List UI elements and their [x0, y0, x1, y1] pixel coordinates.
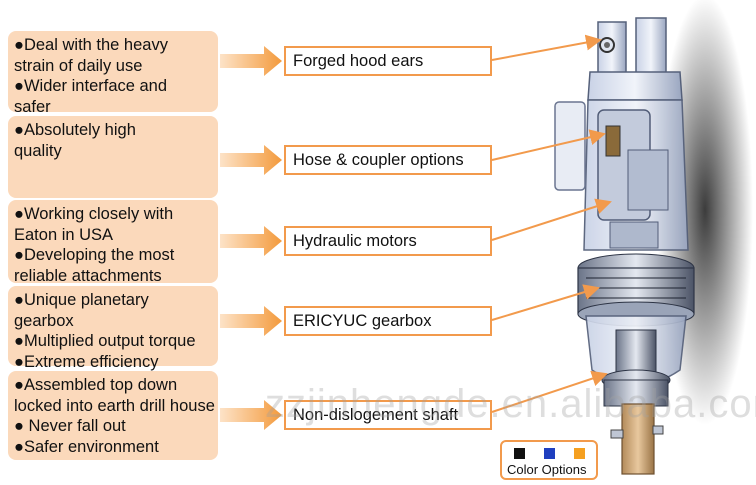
- feature-line: ●Working closely with: [14, 205, 174, 223]
- auger-drive-illustration: [554, 0, 753, 475]
- feature-box-hood-ears: ●Deal with the heavy strain of daily use…: [8, 31, 218, 116]
- arrow-right-icon: [220, 306, 282, 336]
- feature-line: locked into earth drill house: [14, 396, 215, 415]
- color-options-panel: Color Options: [500, 440, 598, 480]
- feature-line: ●Unique planetary: [14, 291, 149, 309]
- feature-box-shaft: ●Assembled top down locked into earth dr…: [8, 371, 218, 460]
- color-swatch-black[interactable]: [514, 448, 525, 459]
- feature-line: ●Extreme efficiency: [14, 352, 159, 371]
- arrow-right-icon: [220, 145, 282, 175]
- label-hood-ears: Forged hood ears: [284, 46, 492, 76]
- feature-line: gearbox: [14, 311, 74, 330]
- feature-box-gearbox: ●Unique planetary gearbox ●Multiplied ou…: [8, 286, 218, 371]
- color-swatch-orange[interactable]: [574, 448, 585, 459]
- feature-line: ●Absolutely high: [14, 121, 136, 139]
- feature-line: ●Developing the most: [14, 246, 175, 264]
- feature-box-hose: ●Absolutely high quality: [8, 116, 218, 198]
- feature-line: ●Deal with the heavy: [14, 36, 168, 54]
- label-hose-coupler: Hose & coupler options: [284, 145, 492, 175]
- color-swatch-blue[interactable]: [544, 448, 555, 459]
- feature-line: strain of daily use: [14, 56, 143, 75]
- feature-line: safer: [14, 97, 51, 116]
- label-hydraulic-motors: Hydraulic motors: [284, 226, 492, 256]
- feature-line: Eaton in USA: [14, 225, 114, 244]
- arrow-right-icon: [220, 46, 282, 76]
- feature-line: ●Safer environment: [14, 437, 159, 456]
- arrow-right-icon: [220, 400, 282, 430]
- label-shaft: Non-dislogement shaft: [284, 400, 492, 430]
- feature-line: ● Never fall out: [14, 417, 126, 435]
- color-options-label: Color Options: [507, 462, 587, 477]
- feature-line: ●Assembled top down: [14, 376, 178, 394]
- arrow-right-icon: [220, 226, 282, 256]
- feature-line: reliable attachments: [14, 266, 162, 285]
- feature-line: ●Multiplied output torque: [14, 332, 196, 350]
- feature-line: ●Wider interface and: [14, 77, 168, 95]
- watermark: zzjinhengde.en.alibaba.com: [265, 382, 756, 426]
- label-gearbox: ERICYUC gearbox: [284, 306, 492, 336]
- feature-line: quality: [14, 141, 62, 160]
- feature-box-motors: ●Working closely with Eaton in USA ●Deve…: [8, 200, 218, 285]
